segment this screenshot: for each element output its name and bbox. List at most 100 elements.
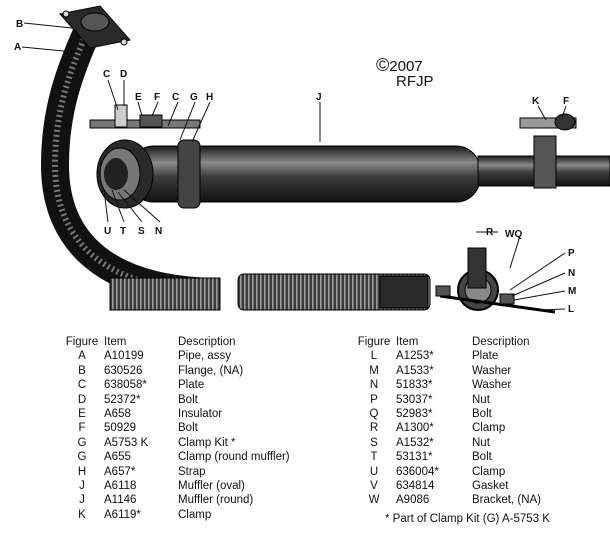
flange <box>59 5 131 49</box>
item-cell: A1532* <box>396 436 434 449</box>
item-cell: 50929 <box>104 422 136 435</box>
round-clamp-detail <box>435 247 556 314</box>
description-cell: Bolt <box>178 422 198 435</box>
callout-k: K <box>532 96 540 107</box>
callout-labels: B A C D E F C G H J K F U T S N R WQ P N… <box>14 19 576 315</box>
figure-cell: K <box>78 508 86 521</box>
footnote: * Part of Clamp Kit (G) A-5753 K <box>385 513 550 525</box>
exhaust-system-diagram: B A C D E F C G H J K F U T S N R WQ P N… <box>14 5 610 315</box>
description-cell: Bolt <box>472 408 492 421</box>
parts-table-header: Figure Item Description <box>352 335 610 349</box>
figure-cell: Q <box>369 408 379 421</box>
callout-l: L <box>568 304 574 315</box>
description-cell: Bracket, (NA) <box>472 494 542 507</box>
description-cell: Clamp <box>472 465 506 478</box>
figure-cell: E <box>78 408 86 421</box>
description-cell: Strap <box>178 465 206 478</box>
figure-cell: D <box>77 393 87 406</box>
callout-wq: WQ <box>505 229 522 240</box>
item-cell: 630526 <box>104 364 143 377</box>
item-cell: A657* <box>104 465 136 478</box>
table-row: W A9086 Bracket, (NA) <box>352 493 610 507</box>
callout-b: B <box>16 19 23 30</box>
table-row: T 53131* Bolt <box>352 450 610 464</box>
copyright-owner: RFJP <box>396 73 434 90</box>
header-description: Description <box>472 336 530 348</box>
callout-p: P <box>568 248 575 259</box>
item-cell: A6119* <box>104 508 141 521</box>
description-cell: Plate <box>472 350 499 363</box>
description-cell: Plate <box>178 379 205 392</box>
header-item: Item <box>396 336 419 348</box>
table-row: L A1253* Plate <box>352 349 610 363</box>
flex-tube-end <box>379 275 429 309</box>
callout-u: U <box>104 226 111 237</box>
item-cell: A655 <box>104 451 131 464</box>
copyright-symbol: © <box>376 55 390 75</box>
callout-t: T <box>120 226 126 237</box>
clamp-k <box>519 113 577 189</box>
callout-a: A <box>14 42 21 53</box>
callout-f2: F <box>563 96 569 107</box>
item-cell: 636004* <box>396 465 439 478</box>
item-cell: A1253* <box>396 350 434 363</box>
figure-cell: L <box>370 350 378 363</box>
figure-cell: M <box>369 364 379 377</box>
description-cell: Bolt <box>472 451 492 464</box>
description-cell: Muffler (oval) <box>178 480 245 493</box>
item-cell: 52983* <box>396 408 433 421</box>
item-cell: 53037* <box>396 393 433 406</box>
description-cell: Flange, (NA) <box>178 364 244 377</box>
callout-d: D <box>120 69 127 80</box>
header-item: Item <box>104 336 127 348</box>
figure-cell: S <box>370 436 378 449</box>
header-figure: Figure <box>357 336 391 348</box>
callout-r: R <box>486 227 494 238</box>
figure-cell: N <box>369 379 379 392</box>
item-cell: 634814 <box>396 480 435 493</box>
figure-cell: T <box>370 451 378 464</box>
callout-h: H <box>206 92 213 103</box>
description-cell: Nut <box>472 393 490 406</box>
muffler <box>96 139 610 209</box>
description-cell: Clamp (round muffler) <box>178 451 290 464</box>
header-figure: Figure <box>65 336 99 348</box>
callout-s: S <box>138 226 145 237</box>
callout-c: C <box>103 69 110 80</box>
description-cell: Clamp <box>178 508 212 521</box>
header-description: Description <box>178 336 236 348</box>
description-cell: Pipe, assy <box>178 350 232 363</box>
item-cell: A10199 <box>104 350 144 363</box>
item-cell: A658 <box>104 408 131 421</box>
callout-j: J <box>316 92 322 103</box>
item-cell: A9086 <box>396 494 430 507</box>
callout-m: M <box>568 286 576 297</box>
figure-cell: F <box>78 422 86 435</box>
figure-cell: C <box>77 379 87 392</box>
hanger-bracket <box>89 104 201 129</box>
item-cell: A1146 <box>104 494 137 507</box>
table-row: M A1533* Washer <box>352 364 610 378</box>
description-cell: Washer <box>472 364 512 377</box>
leader-lines <box>21 22 567 311</box>
callout-n2: N <box>568 268 575 279</box>
item-cell: A1533* <box>396 364 434 377</box>
flex-tube-left <box>109 277 221 311</box>
callout-c2: C <box>172 92 179 103</box>
item-cell: 53131* <box>396 451 433 464</box>
figure-cell: W <box>368 494 380 507</box>
description-cell: Muffler (round) <box>178 494 254 507</box>
copyright-notice: ©2007 RFJP <box>376 55 434 90</box>
description-cell: Bolt <box>178 393 198 406</box>
